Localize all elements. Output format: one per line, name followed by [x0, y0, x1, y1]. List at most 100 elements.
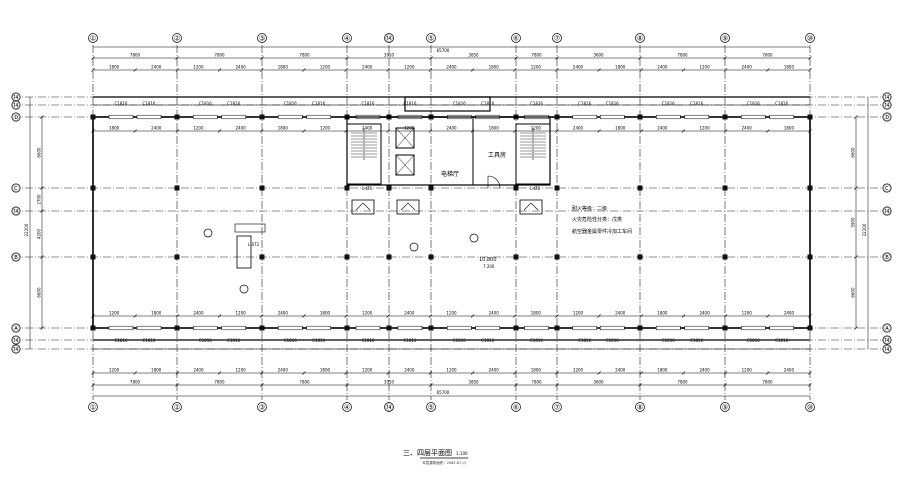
axis-bubble-v5-bottom	[426, 402, 436, 412]
dim-top-bays-label-6: 3600	[593, 53, 604, 58]
dim-bottom-sub-label-5: 1800	[320, 368, 331, 373]
dim-bottom-bays-label-5: 7800	[531, 380, 542, 385]
dim-bottom-sub-label-3: 1200	[236, 368, 247, 373]
dim-bottom-sub-tick-3	[217, 371, 222, 375]
dim-inner-top-sub-label-0: 1800	[109, 126, 120, 131]
dim-inner-bottom-sub-label-7: 2400	[404, 311, 415, 316]
dim-top-bays-tick-7	[638, 56, 642, 60]
dim-inner-bottom-sub-label-0: 1200	[109, 311, 120, 316]
dim-inner-top-sub-label-16: 1800	[784, 126, 795, 131]
column-5-2	[428, 254, 434, 260]
axis-label-v7-top: ⑦	[554, 35, 560, 43]
column-8-3	[637, 325, 643, 331]
dim-right-tick-0	[854, 115, 858, 119]
window-6-0-s	[524, 325, 549, 331]
window-8-1-s	[684, 325, 709, 331]
elevator-1-x2	[395, 154, 415, 176]
dim-inner-top-sub-tick-0	[91, 129, 95, 133]
overall-dimension-top: 65700	[437, 48, 450, 53]
dim-left-tick-4	[40, 326, 44, 330]
window-0-0-s	[108, 325, 134, 331]
dim-inner-top-sub-tick-4	[259, 129, 264, 133]
dim-bottom-sub-tick-6	[344, 371, 348, 375]
dim-top-bays-label-4: 3850	[468, 53, 479, 58]
axis-bubble-hD-left	[11, 112, 21, 122]
dim-top-sub-label-4: 1800	[278, 65, 289, 70]
dim-inner-bottom-sub-label-6: 1200	[362, 311, 373, 316]
dim-bottom-bays-tick-2	[260, 383, 264, 387]
dim-inner-bottom-sub-label-3: 1200	[236, 311, 247, 316]
axis-bubble-hA-right	[882, 323, 892, 333]
dim-bottom-bays-label-0: 7800	[130, 380, 141, 385]
dim-inner-bottom-sub-label-14: 2400	[699, 311, 710, 316]
dim-bottom-sub-label-9: 2400	[489, 368, 500, 373]
dim-bottom-sub-label-11: 1200	[573, 368, 584, 373]
dim-top-sub-tick-8	[428, 68, 433, 72]
dim-top-sub-tick-14	[681, 68, 686, 72]
dim-left-tick-3	[40, 255, 44, 259]
dim-top-bays-tick-3	[345, 56, 349, 60]
axis-bubble-hC-right	[882, 183, 892, 193]
axis-label-v3-top: ③	[259, 35, 265, 43]
dim-bottom-bays-label-8: 7800	[762, 380, 773, 385]
axis-label-v7-bottom: ⑦	[554, 404, 560, 412]
room-label-elevator-hall: 电梯厅	[441, 170, 459, 178]
dim-inner-top-sub-tick-7	[386, 129, 390, 133]
dim-top-sub-label-1: 2400	[151, 65, 162, 70]
dim-top-bays-label-1: 7800	[214, 53, 225, 58]
window-8-0-n	[656, 114, 681, 120]
dim-bottom-sub-label-7: 2400	[404, 368, 415, 373]
axis-bubble-v1-top	[88, 33, 98, 43]
dim-top-bays-label-3: 3950	[384, 53, 395, 58]
note-fire-class: 火灾危险性分类：戊类	[572, 216, 622, 223]
dim-bottom-bays-label-2: 7800	[299, 380, 310, 385]
window-tag-5-1-n: C1816	[481, 101, 494, 106]
dim-top-sub-tick-11	[555, 68, 559, 72]
dim-top-sub-label-6: 2400	[362, 65, 373, 70]
column-8-1	[637, 185, 643, 191]
dim-inner-top-sub-tick-17	[808, 129, 812, 133]
dim-inner-bottom-sub-tick-17	[808, 314, 812, 318]
dim-bottom-bays-tick-6	[555, 383, 559, 387]
column-4-1	[386, 185, 392, 191]
dim-left-label-3: 6600	[37, 287, 42, 298]
axis-label-hDa-right: ⑭	[884, 93, 891, 101]
dim-inner-bottom-sub-tick-6	[344, 314, 348, 318]
dim-bottom-sub-label-4: 2400	[278, 368, 289, 373]
dim-inner-bottom-sub-label-1: 1800	[151, 311, 162, 316]
window-tag-2-0-n: C1816	[284, 101, 297, 106]
column-10-1	[807, 185, 813, 191]
dim-inner-top-sub-tick-8	[428, 129, 433, 133]
dim-inner-bottom-sub-tick-12	[597, 314, 601, 318]
window-tag-2-1-s: C1816	[312, 338, 325, 343]
window-8-0-s	[656, 325, 681, 331]
overall-dimension-right: 22200	[862, 223, 867, 236]
window-7-1-n	[600, 114, 625, 120]
dim-bottom-sub-tick-5	[302, 371, 306, 375]
column-1-3	[174, 325, 180, 331]
dim-left-tick-2	[40, 209, 44, 213]
column-10-2	[807, 254, 813, 260]
dim-left-label-2: 4200	[37, 228, 42, 239]
dim-inner-bottom-sub-label-13: 1800	[657, 311, 668, 316]
dim-top-sub-tick-1	[133, 68, 137, 72]
dim-bottom-sub-tick-2	[175, 371, 180, 375]
dim-top-sub-label-16: 1800	[784, 65, 795, 70]
column-10-3	[807, 325, 813, 331]
dim-right-tick-1	[854, 186, 858, 190]
window-tag-1-0-s: C1816	[199, 338, 212, 343]
dim-bottom-bays-tick-3	[345, 383, 349, 387]
column-7-1	[554, 185, 560, 191]
window-1-1-s	[221, 325, 246, 331]
window-tag-8-1-n: C1816	[690, 101, 703, 106]
dim-bottom-bays-tick-9	[808, 383, 812, 387]
axis-bubble-v2-top	[172, 33, 182, 43]
axis-label-v3-bottom: ③	[259, 404, 265, 412]
dim-bottom-sub-tick-17	[808, 371, 812, 375]
column-7-0	[554, 114, 560, 120]
dim-inner-bottom-sub-tick-8	[428, 314, 433, 318]
washroom-fixture-2	[523, 202, 539, 211]
column-1-2	[174, 254, 180, 260]
